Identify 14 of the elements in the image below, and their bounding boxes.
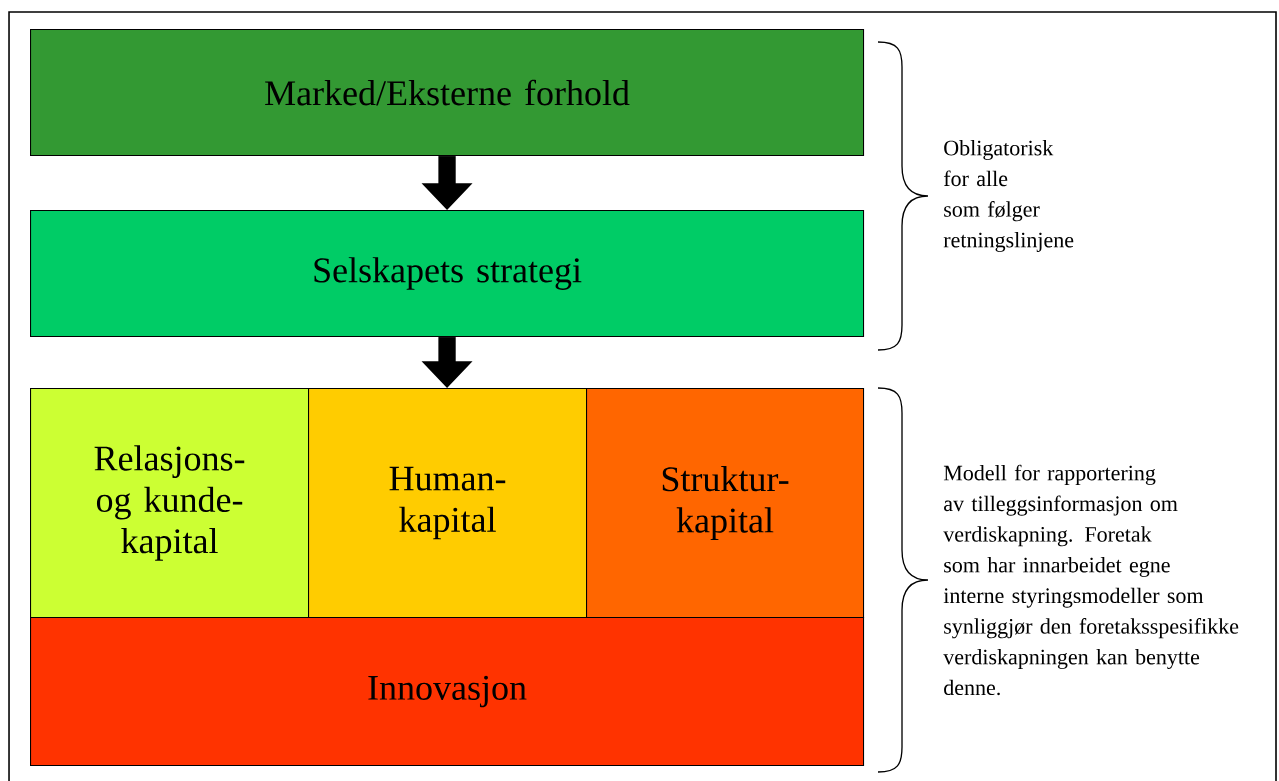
box: [30, 388, 310, 619]
box: [308, 388, 588, 619]
box-label: Struktur- kapital: [662, 466, 789, 541]
note-text: Modell for rapportering av tilleggsinformasjon om verdiskapning. Foretak som har innarbeidet egne interne styringsmodeller som synliggjør den foretaksspesifikke verdiskapningen kan benytte denne.: [943, 464, 1239, 696]
box-label: Human- kapital: [389, 466, 506, 540]
box: [30, 29, 865, 157]
box: [30, 617, 865, 767]
box-label: Marked/Eksterne forhold: [265, 79, 630, 106]
box-label: Relasjons- og kunde- kapital: [94, 445, 245, 561]
box: [30, 210, 865, 338]
box: [586, 388, 865, 619]
note-text: Obligatorisk for alle som følger retningslinjene: [943, 140, 1074, 252]
box-label: Selskapets strategi: [314, 257, 582, 290]
box-label: Innovasjon: [368, 675, 527, 708]
